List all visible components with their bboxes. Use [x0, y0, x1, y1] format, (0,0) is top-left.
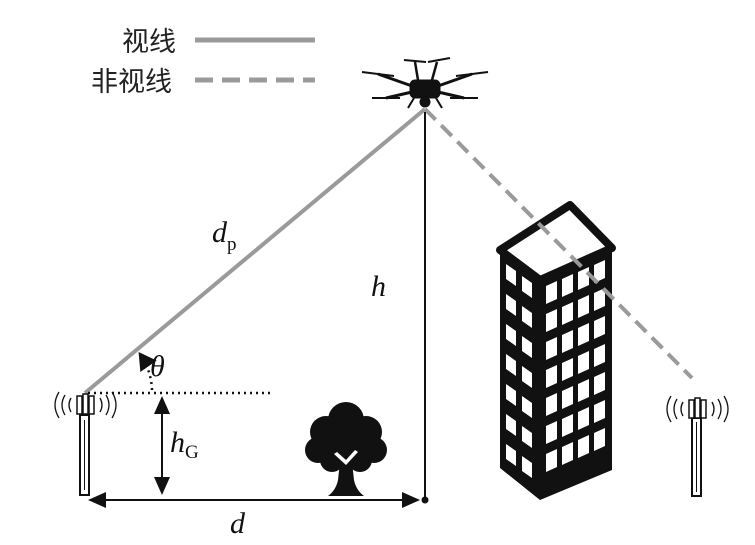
building-window: [562, 302, 573, 325]
building-window: [562, 358, 573, 381]
building-window: [578, 435, 589, 458]
building-window: [578, 379, 589, 402]
building-window: [522, 276, 532, 298]
building-window: [562, 386, 573, 409]
building-window: [522, 456, 532, 478]
building-window: [506, 264, 516, 286]
building-window: [594, 428, 605, 451]
building-window: [578, 267, 589, 290]
building-window: [594, 260, 605, 283]
building-window: [522, 426, 532, 448]
building-window: [546, 365, 557, 388]
d-label: d: [230, 507, 246, 540]
building-window: [506, 384, 516, 406]
hG-label: hG: [170, 426, 199, 463]
building-window: [594, 316, 605, 339]
building-window: [506, 324, 516, 346]
building-window: [522, 336, 532, 358]
building-window: [522, 306, 532, 328]
building-window: [546, 421, 557, 444]
building-window: [506, 294, 516, 316]
building-window: [578, 323, 589, 346]
building-window: [546, 337, 557, 360]
legend-nlos-label: 非视线: [91, 67, 172, 98]
building-window: [594, 400, 605, 423]
theta-label: θ: [150, 350, 165, 383]
building-window: [506, 354, 516, 376]
building-window: [578, 407, 589, 430]
building-window: [578, 295, 589, 318]
building-window: [562, 442, 573, 465]
building-window: [562, 330, 573, 353]
building-window: [594, 372, 605, 395]
legend-los-label: 视线: [122, 27, 176, 58]
drone-ground-point: [421, 496, 429, 504]
building-icon: [496, 201, 616, 500]
tree-icon: [305, 402, 387, 496]
cell-tower-left: [54, 391, 117, 496]
building-window: [594, 344, 605, 367]
building-window: [546, 449, 557, 472]
cell-tower-right: [666, 395, 729, 497]
los-line: [83, 107, 427, 395]
building-window: [578, 351, 589, 374]
theta-arc: [138, 351, 157, 391]
building-window: [506, 414, 516, 436]
building-window: [562, 274, 573, 297]
building-window: [522, 396, 532, 418]
building-window: [546, 393, 557, 416]
drone-icon: [361, 57, 489, 109]
building-window: [546, 281, 557, 304]
dp-label: dp: [212, 216, 237, 255]
building-window: [546, 309, 557, 332]
nlos-line: [423, 107, 694, 380]
building-window: [562, 414, 573, 437]
building-window: [506, 444, 516, 466]
building-window: [522, 366, 532, 388]
cell-tower-icon: [54, 391, 117, 496]
h-label: h: [371, 270, 386, 303]
cell-tower-icon: [666, 395, 729, 497]
building-window: [594, 288, 605, 311]
legend: 视线 非视线: [91, 27, 315, 98]
